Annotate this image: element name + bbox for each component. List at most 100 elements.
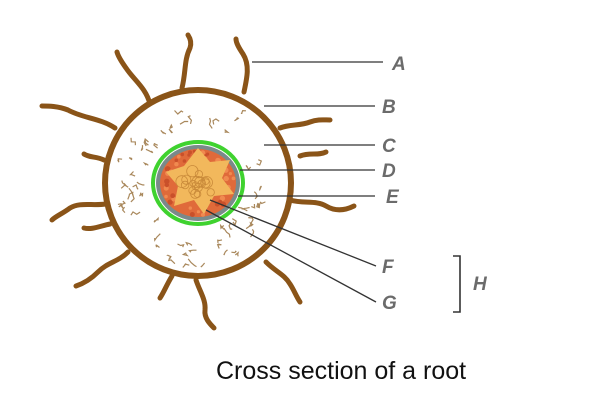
cortex-cell bbox=[168, 128, 173, 134]
cortex-cell bbox=[256, 159, 263, 166]
xylem-cells bbox=[175, 165, 215, 199]
root-hair bbox=[193, 277, 217, 331]
root-hair bbox=[233, 36, 250, 95]
cortex-cell bbox=[187, 258, 197, 268]
label-e: E bbox=[386, 187, 400, 208]
leader-line-g bbox=[205, 209, 377, 303]
cortex-cell bbox=[166, 254, 172, 259]
cortex-cell bbox=[117, 158, 123, 163]
root-hair bbox=[49, 201, 109, 223]
root-hairs bbox=[39, 32, 357, 331]
cortex-cell bbox=[153, 216, 159, 223]
cortex-cell bbox=[258, 185, 262, 191]
label-h: H bbox=[473, 274, 488, 295]
root-hair bbox=[157, 273, 175, 301]
cortex-cell bbox=[187, 115, 193, 125]
phloem-cell bbox=[187, 153, 191, 157]
xylem-cell bbox=[197, 179, 206, 188]
cortex-cell bbox=[144, 139, 149, 146]
cortex-cell bbox=[128, 187, 134, 196]
cortex-cell bbox=[208, 117, 213, 129]
cortex-cell bbox=[128, 157, 133, 161]
phloem-cell bbox=[219, 195, 226, 201]
xylem-cell bbox=[188, 186, 197, 195]
phloem-cell bbox=[189, 212, 195, 217]
cortex-cell bbox=[121, 200, 126, 208]
xylem-cell bbox=[191, 181, 201, 191]
phloem-cell bbox=[164, 194, 168, 199]
cortex-cell bbox=[249, 221, 254, 227]
label-f: F bbox=[382, 257, 395, 278]
root-hair bbox=[81, 221, 113, 231]
cortex-cell bbox=[240, 109, 247, 114]
leader-lines bbox=[205, 61, 383, 303]
phloem-cell bbox=[170, 193, 176, 199]
cortex-cell bbox=[182, 263, 190, 268]
xylem-cell bbox=[180, 180, 190, 190]
cortex-cell bbox=[251, 204, 256, 209]
phloem-cell bbox=[164, 182, 169, 188]
cortex-cell bbox=[185, 241, 193, 246]
cortex-cell bbox=[129, 171, 136, 177]
phloem-cell bbox=[225, 177, 229, 181]
xylem-cell bbox=[194, 170, 203, 179]
stele bbox=[151, 140, 245, 226]
cortex-cell bbox=[248, 217, 254, 224]
cortex-cell bbox=[245, 224, 251, 230]
root-hair bbox=[179, 32, 194, 91]
bracket-h bbox=[453, 255, 461, 313]
phloem-cell bbox=[196, 210, 200, 214]
diagram-caption: Cross section of a root bbox=[216, 357, 466, 385]
cortex-cells bbox=[117, 109, 266, 268]
cortex-cell bbox=[223, 227, 231, 238]
phloem-cell bbox=[177, 154, 181, 159]
xylem-cell bbox=[186, 165, 199, 178]
cortex-cell bbox=[234, 251, 240, 257]
cortex-cell bbox=[231, 218, 237, 227]
cortex-cell bbox=[169, 123, 173, 129]
phloem-cell bbox=[206, 152, 210, 156]
cortex-cell bbox=[155, 244, 160, 248]
cortex-cell bbox=[167, 257, 176, 265]
cortex-cell bbox=[224, 129, 230, 134]
cortex-cell bbox=[142, 161, 149, 166]
cortex-cell bbox=[121, 206, 126, 213]
cortex-cell bbox=[241, 206, 250, 210]
phloem-cell bbox=[228, 172, 232, 176]
cortex-cell bbox=[174, 110, 184, 115]
phloem-cell bbox=[180, 152, 185, 157]
root-hair bbox=[81, 151, 107, 163]
phloem-cell bbox=[201, 212, 205, 217]
label-b: B bbox=[382, 97, 396, 118]
label-c: C bbox=[382, 136, 396, 157]
phloem-cell bbox=[164, 178, 170, 184]
cortex-cell bbox=[130, 211, 141, 216]
cortex-cell bbox=[154, 233, 161, 242]
phloem-cell bbox=[174, 162, 179, 167]
cortex-cell bbox=[130, 137, 136, 146]
xylem-cell bbox=[206, 188, 215, 197]
root-hair bbox=[263, 259, 303, 305]
cortex-cell bbox=[177, 243, 185, 248]
phloem-cell bbox=[188, 150, 192, 155]
cortex-cell bbox=[253, 191, 258, 200]
xylem-cell bbox=[191, 175, 204, 189]
cortex-cell bbox=[181, 252, 190, 257]
xylem-cell bbox=[200, 178, 211, 189]
cortex-cell bbox=[231, 250, 237, 254]
cortex-cell bbox=[136, 181, 145, 186]
epidermis bbox=[102, 87, 294, 279]
cortex-cell bbox=[234, 117, 240, 122]
phloem-cell bbox=[167, 199, 173, 205]
phloem-cell bbox=[231, 176, 236, 181]
cortex-cell bbox=[145, 148, 154, 154]
xylem-cell bbox=[175, 175, 189, 188]
cortex-cell bbox=[223, 249, 228, 256]
xylem-cell bbox=[181, 174, 192, 185]
label-a: A bbox=[391, 54, 406, 75]
cortex-cell bbox=[121, 180, 127, 187]
cortex-cell bbox=[188, 249, 197, 253]
root-hair bbox=[39, 103, 118, 131]
cortex-cell bbox=[153, 142, 158, 149]
